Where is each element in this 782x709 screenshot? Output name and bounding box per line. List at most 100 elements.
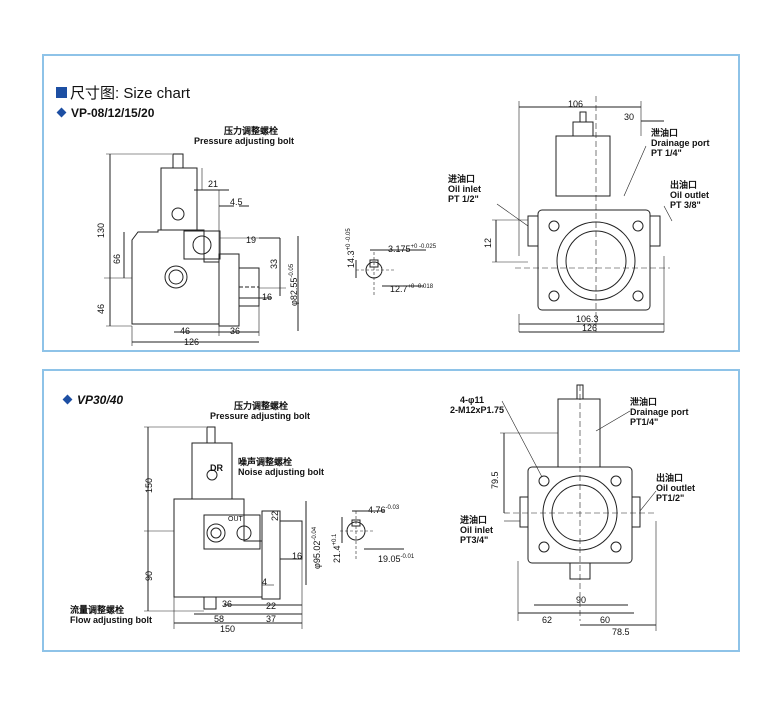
pressure-bolt-cn: 压力调整螺栓 — [224, 126, 279, 136]
dim-46: 46 — [96, 303, 106, 314]
holes-label: 4-φ11 — [460, 395, 484, 405]
pressure-bolt — [172, 153, 184, 169]
top-front-view — [492, 96, 673, 333]
drain-pt: PT 1/4" — [651, 148, 682, 158]
dim-36: 36 — [230, 326, 241, 336]
dim-30: 30 — [624, 112, 635, 122]
dim-60: 60 — [600, 615, 611, 625]
outlet-pt: PT 3/8" — [670, 200, 701, 210]
flow-bolt-cn: 流量调整螺栓 — [70, 605, 125, 615]
dim-33: 33 — [269, 258, 279, 269]
bottom-side-view — [144, 426, 404, 629]
flow-bolt-en: Flow adjusting bolt — [70, 615, 152, 625]
port-lower — [164, 265, 188, 289]
bolt-hole — [548, 220, 560, 232]
dim-19-05: 19.05-0.01 — [378, 554, 415, 564]
inlet-en: Oil inlet — [448, 184, 482, 194]
pressure-bolt-cn: 压力调整螺栓 — [234, 401, 289, 411]
pump-body — [173, 498, 263, 598]
dim-130: 130 — [96, 222, 106, 238]
dr-label: DR — [210, 463, 223, 473]
bolt-hole — [632, 220, 644, 232]
dim-21: 21 — [208, 179, 219, 189]
flow-bolt — [203, 596, 217, 610]
out-label: OUT — [228, 516, 243, 523]
dim-21-4: 21.4+0.1 — [332, 533, 342, 563]
dim-66: 66 — [112, 253, 122, 264]
dim-126-front: 126 — [582, 323, 598, 333]
dim-58: 58 — [214, 614, 225, 624]
valve-housing — [557, 398, 601, 468]
bolt-hole — [548, 290, 560, 302]
body-square — [537, 209, 651, 311]
dim-37: 37 — [266, 614, 277, 624]
inlet-pt: PT 1/2" — [448, 194, 479, 204]
dim-12: 12 — [483, 237, 493, 248]
out-port-2 — [236, 525, 252, 541]
dim-46-w: 46 — [180, 326, 191, 336]
dim-14-3: 14.3+0 -0.05 — [346, 228, 356, 268]
dim-79-5: 79.5 — [490, 471, 500, 489]
drain-cn: 泄油口 — [651, 128, 679, 138]
title-cn: 尺寸图: — [70, 85, 120, 102]
title-en: Size chart — [119, 85, 191, 102]
drain-bolt — [579, 111, 587, 123]
dim-19: 19 — [246, 235, 257, 245]
bolt-hole — [610, 475, 622, 487]
dim-12-7: 12.7+0 -0.018 — [390, 284, 434, 294]
dim-22-v: 22 — [270, 510, 280, 521]
title-square-icon — [56, 86, 67, 98]
valve-housing — [555, 135, 611, 197]
pressure-bolt — [206, 426, 216, 444]
drain-pt: PT1/4" — [630, 417, 659, 427]
bolt-hole — [538, 475, 550, 487]
model-label-top: VP-08/12/15/20 — [56, 106, 154, 120]
dim-3-175: 3.175+0 -0.025 — [388, 244, 437, 254]
out-port-1 — [206, 523, 226, 543]
inlet-cn: 进油口 — [448, 174, 476, 184]
out-block — [203, 514, 261, 550]
outlet-pt: PT1/2" — [656, 493, 685, 503]
noise-bolt-cn: 噪声调整螺栓 — [238, 457, 293, 467]
dim-16: 16 — [262, 292, 273, 302]
drain-en: Drainage port — [630, 407, 689, 417]
valve-body — [160, 167, 198, 231]
dim-4-5: 4.5 — [230, 197, 243, 207]
pump-body — [131, 229, 220, 325]
dim-150: 150 — [144, 477, 154, 493]
dim-126: 126 — [184, 337, 200, 347]
dim-90-w: 90 — [576, 595, 587, 605]
top-drawing — [104, 96, 673, 346]
size-chart-title: 尺寸图: Size chart — [56, 82, 190, 103]
side-block — [183, 230, 221, 260]
pressure-bolt-en: Pressure adjusting bolt — [210, 411, 311, 421]
outlet-cn: 出油口 — [656, 473, 684, 483]
dim-36: 36 — [222, 599, 233, 609]
top-side-view — [104, 96, 673, 346]
dim-4-76: 4.76-0.03 — [368, 505, 400, 515]
outlet-en: Oil outlet — [670, 190, 709, 200]
dim-62: 62 — [542, 615, 553, 625]
inlet-cn: 进油口 — [460, 515, 488, 525]
outlet-en: Oil outlet — [656, 483, 695, 493]
dim-4: 4 — [262, 577, 268, 587]
bolt-hole — [538, 541, 550, 553]
bottom-front-view — [500, 384, 657, 631]
dim-106: 106 — [568, 99, 584, 109]
top-panel: 尺寸图: Size chart VP-08/12/15/20 — [42, 54, 740, 352]
bolt-hole — [632, 290, 644, 302]
flange — [218, 253, 240, 327]
thread-label: 2-M12xP1.75 — [450, 405, 505, 415]
dim-phi-82: φ82.55-0.05 — [289, 263, 299, 306]
pressure-bolt-en: Pressure adjusting bolt — [194, 136, 295, 146]
model-label-bottom: VP30/40 — [62, 393, 123, 407]
dim-150-w: 150 — [220, 624, 236, 634]
dim-22: 22 — [266, 601, 277, 611]
bolt-hole — [610, 541, 622, 553]
dim-90: 90 — [144, 570, 154, 581]
port-upper — [171, 207, 185, 221]
dr-port — [206, 469, 218, 481]
drain-cn: 泄油口 — [630, 397, 658, 407]
inlet-pt: PT3/4" — [460, 535, 489, 545]
bottom-drawing — [144, 384, 657, 631]
